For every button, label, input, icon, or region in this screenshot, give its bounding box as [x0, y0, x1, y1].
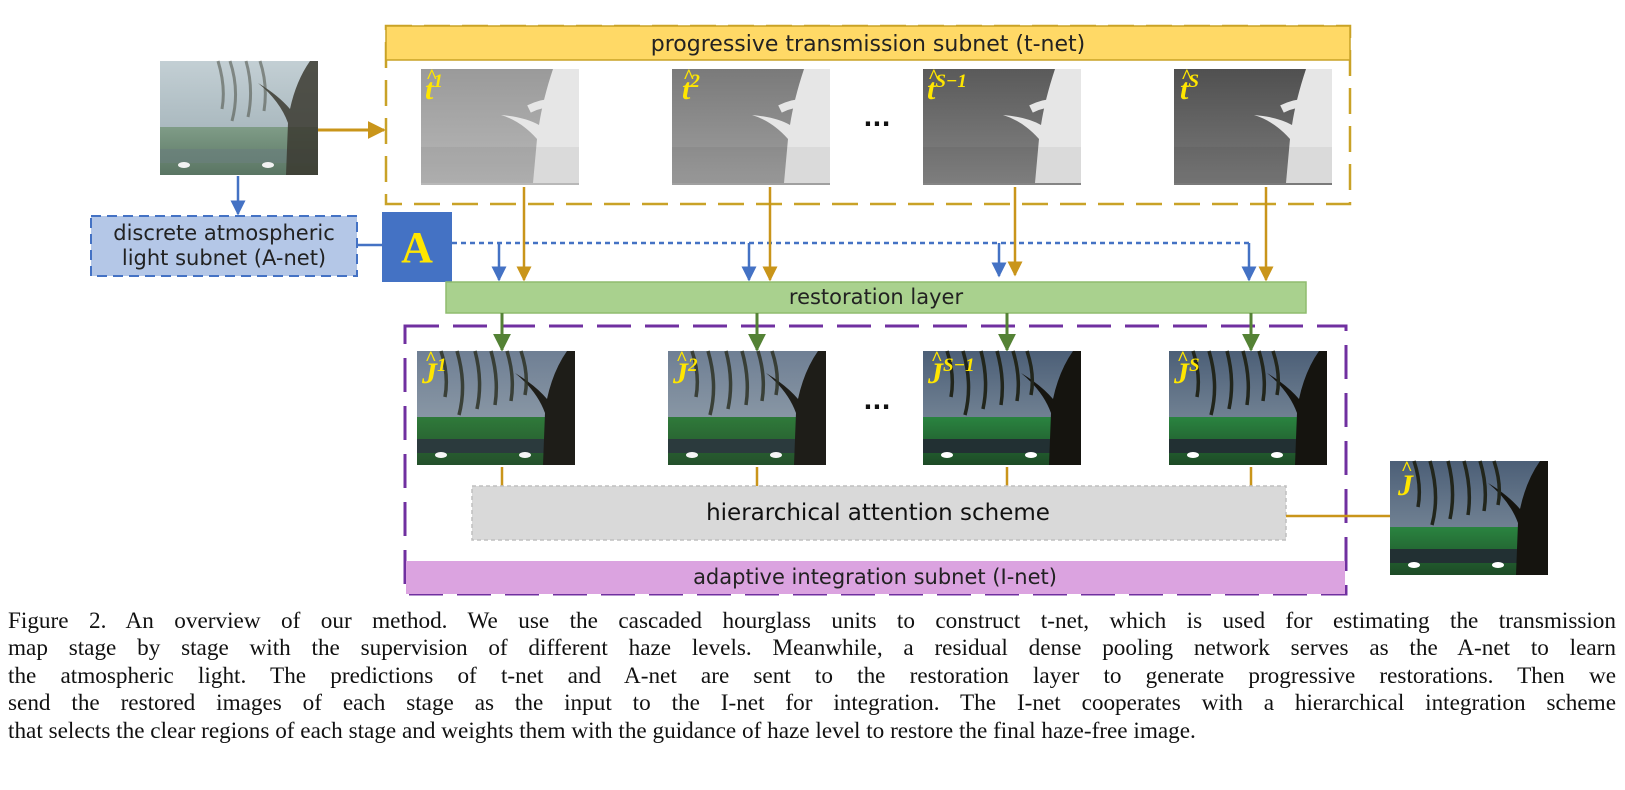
svg-text:^: ^: [928, 66, 940, 88]
caption-line-2: map stage by stage with the supervision …: [8, 635, 1616, 662]
transmission-map-s-minus-1: tS−1 ^: [923, 66, 1081, 185]
caption-line-3: the atmospheric light. The predictions o…: [8, 662, 1616, 689]
attention-scheme-label: hierarchical attention scheme: [706, 500, 1050, 526]
tmap-label-s-minus-1: tS−1: [927, 71, 967, 106]
restored-image-1: J1 ^: [415, 348, 577, 467]
figure-caption: Figure 2. An overview of our method. We …: [8, 608, 1616, 745]
tmap-ellipsis: ...: [863, 104, 890, 132]
tnet-label: progressive transmission subnet (t-net): [651, 32, 1085, 57]
transmission-map-s: tS ^: [1174, 66, 1332, 185]
atmospheric-light-box: [382, 212, 452, 282]
restoration-layer-label: restoration layer: [789, 285, 964, 309]
inet-label-bar: [406, 561, 1345, 594]
svg-text:^: ^: [425, 348, 437, 370]
final-haze-free-image: J ^: [1388, 458, 1550, 577]
svg-text:^: ^: [676, 348, 688, 370]
jmap-label-s-minus-1: JS−1: [927, 355, 975, 390]
attention-scheme-box: [471, 485, 1287, 541]
atmospheric-light-symbol: A: [401, 223, 433, 272]
svg-text:^: ^: [426, 66, 438, 88]
jmap-label-2: J2: [672, 355, 698, 390]
caption-line-1: Figure 2. An overview of our method. We …: [8, 608, 1616, 634]
method-overview-diagram: progressive transmission subnet (t-net) …: [90, 24, 1550, 596]
transmission-map-2: t2 ^: [672, 66, 830, 185]
input-hazy-image: [158, 59, 320, 177]
svg-text:^: ^: [683, 66, 695, 88]
tnet-label-bar: [385, 25, 1351, 61]
anet-box: [90, 215, 358, 277]
transmission-map-1: t1 ^: [421, 66, 579, 185]
tmap-label-2: t2: [682, 71, 700, 106]
svg-text:^: ^: [1181, 66, 1193, 88]
restoration-layer: [445, 281, 1307, 314]
jmap-ellipsis: ...: [863, 387, 890, 415]
svg-text:^: ^: [1401, 458, 1413, 480]
jmap-label-s: JS: [1173, 355, 1200, 390]
jmap-label-1: J1: [421, 355, 447, 390]
final-output-label: J: [1397, 469, 1414, 502]
caption-line-5: that selects the clear regions of each s…: [8, 717, 1196, 744]
tmap-label-s: tS: [1180, 71, 1199, 106]
svg-text:^: ^: [1177, 348, 1189, 370]
inet-frame: [403, 324, 1348, 596]
restored-image-s-minus-1: JS−1 ^: [921, 348, 1083, 467]
inet-label: adaptive integration subnet (I-net): [693, 565, 1057, 589]
anet-label-line2: light subnet (A-net): [122, 246, 326, 270]
svg-text:^: ^: [931, 348, 943, 370]
anet-label-line1: discrete atmospheric: [113, 221, 335, 245]
restored-image-2: J2 ^: [666, 348, 828, 467]
restored-image-s: JS ^: [1167, 348, 1329, 467]
caption-line-4: send the restored images of each stage a…: [8, 690, 1616, 717]
tmap-label-1: t1: [425, 71, 443, 106]
